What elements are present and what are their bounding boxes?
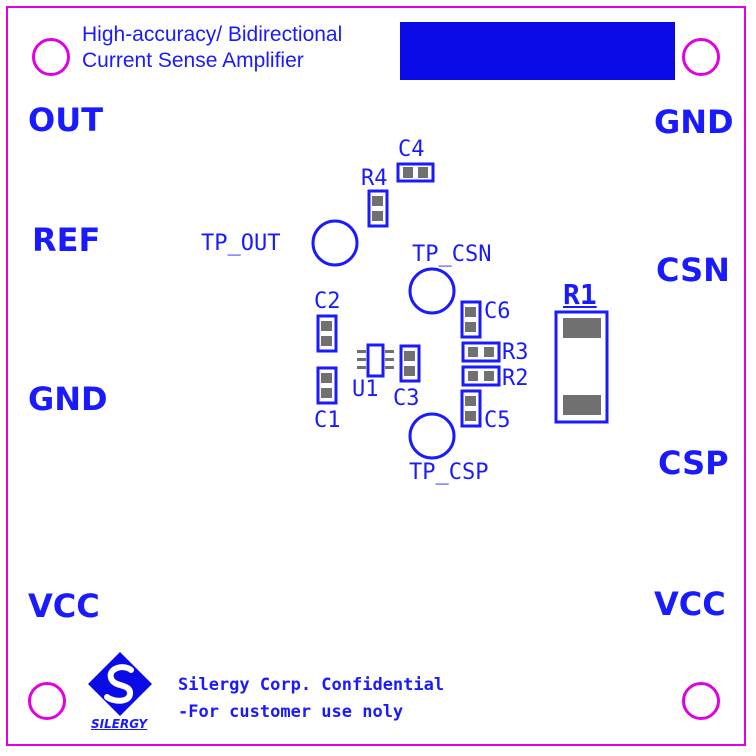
c3-footprint (399, 344, 421, 383)
board-outline (6, 6, 746, 746)
connector-vcc-right-label: VCC (654, 585, 726, 623)
connector-csn-label: CSN (656, 251, 730, 289)
board-title: High-accuracy/ Bidirectional Current Sen… (82, 22, 342, 74)
u1-footprint (357, 343, 394, 378)
r3-footprint (461, 341, 501, 363)
confidential-line2: -For customer use noly (178, 702, 404, 722)
confidential-notice: Silergy Corp. Confidential -For customer… (178, 672, 444, 726)
r4-label: R4 (361, 166, 388, 191)
r2-label: R2 (502, 366, 529, 391)
c5-label: C5 (484, 408, 511, 433)
c3-label: C3 (393, 386, 420, 411)
c1-label: C1 (314, 408, 341, 433)
u1-label: U1 (352, 377, 379, 402)
c5-footprint (460, 389, 482, 428)
board-title-line1: High-accuracy/ Bidirectional (82, 23, 343, 46)
mounting-hole-top-right (682, 38, 720, 76)
silergy-logo-text: SILERGY (91, 717, 148, 731)
connector-csp-label: CSP (658, 444, 729, 482)
connector-ref-label: REF (32, 221, 101, 259)
c1-footprint (316, 366, 338, 405)
r1-label: R1 (563, 278, 597, 311)
confidential-line1: Silergy Corp. Confidential (178, 675, 445, 695)
connector-gnd-left-label: GND (28, 380, 108, 418)
c6-label: C6 (484, 299, 511, 324)
c6-footprint (460, 300, 482, 339)
mounting-hole-bottom-right (682, 682, 720, 720)
c2-label: C2 (314, 289, 341, 314)
testpoint-tp-out (311, 219, 359, 267)
tp-csn-label: TP_CSN (412, 242, 492, 267)
r1-footprint (554, 310, 609, 424)
r4-footprint (367, 189, 389, 228)
connector-out-label: OUT (28, 101, 104, 139)
title-block (400, 22, 675, 80)
c2-footprint (316, 314, 338, 353)
board-title-line2: Current Sense Amplifier (82, 49, 304, 72)
c4-label: C4 (398, 137, 425, 162)
r2-footprint (461, 365, 501, 387)
testpoint-tp-csp (408, 412, 456, 460)
c4-footprint (396, 162, 435, 183)
mounting-hole-bottom-left (28, 682, 66, 720)
tp-csp-label: TP_CSP (409, 460, 489, 485)
connector-gnd-right-label: GND (654, 103, 734, 141)
tp-out-label: TP_OUT (201, 231, 281, 256)
mounting-hole-top-left (32, 38, 70, 76)
connector-vcc-left-label: VCC (28, 587, 100, 625)
silergy-logo-mark (88, 652, 152, 716)
testpoint-tp-csn (408, 267, 456, 315)
r3-label: R3 (502, 340, 529, 365)
